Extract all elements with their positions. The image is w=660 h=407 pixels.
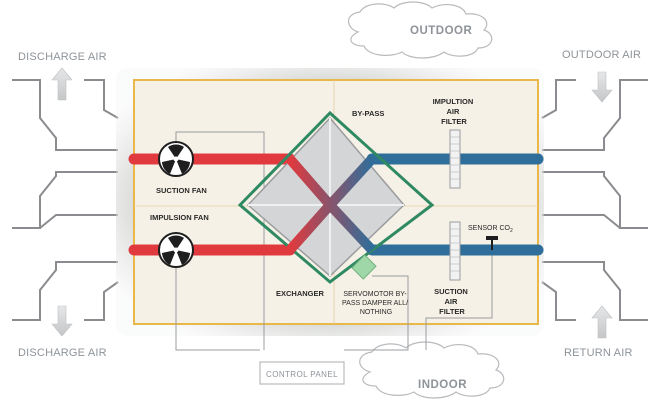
- outdoor-air-label: OUTDOOR AIR: [562, 49, 641, 61]
- exchanger-label: EXCHANGER: [276, 289, 325, 298]
- discharge-air-label-bottom: DISCHARGE AIR: [18, 347, 107, 359]
- fan-icon: [158, 232, 194, 268]
- control-panel-label: CONTROL PANEL: [266, 370, 338, 379]
- sensor-label-text: SENSOR CO: [468, 225, 511, 232]
- impulsion-filter-label-line-1: IMPULTION: [433, 97, 474, 106]
- impulsion-fan-label: IMPULSION FAN: [150, 213, 209, 222]
- suction-filter-label-line-1: SUCTION: [434, 287, 468, 296]
- servomotor: [351, 254, 377, 280]
- suction-fan-label: SUCTION FAN: [156, 186, 207, 195]
- discharge-air-label-top: DISCHARGE AIR: [18, 51, 107, 63]
- filter-icon: [449, 221, 461, 281]
- impulsion-filter-label-line-2: AIR: [446, 107, 460, 116]
- suction-filter-label-line-2: AIR: [444, 297, 458, 306]
- cloud-icon: [347, 1, 493, 59]
- exchanger: [246, 116, 406, 278]
- arrow-up-icon: [591, 305, 613, 339]
- bypass-label: BY-PASS: [352, 109, 384, 118]
- sensor-icon: [486, 236, 498, 250]
- impulsion-filter-label-line-3: FILTER: [441, 117, 467, 126]
- servomotor-label-line-2: PASS DAMPER ALL/: [342, 300, 408, 307]
- indoor-label: INDOOR: [418, 379, 467, 391]
- impulsion-filter-label: IMPULTION AIR FILTER: [433, 97, 476, 126]
- sensor-label-subscript: 2: [510, 228, 513, 234]
- return-air-label: RETURN AIR: [564, 347, 633, 359]
- suction-filter-label: SUCTION AIR FILTER: [434, 287, 470, 316]
- servomotor-label: SERVOMOTOR BY- PASS DAMPER ALL/ NOTHING: [342, 291, 410, 316]
- external-ducts-right: [541, 79, 648, 321]
- suction-filter-label-line-3: FILTER: [439, 307, 465, 316]
- servomotor-label-line-1: SERVOMOTOR BY-: [343, 291, 407, 298]
- arrow-down-icon: [591, 71, 613, 103]
- cloud-icon: [359, 341, 505, 399]
- filter-icon: [449, 129, 461, 189]
- sensor-label: SENSOR CO2: [468, 225, 513, 234]
- fan-icon: [158, 141, 194, 177]
- control-panel: [259, 361, 345, 385]
- outdoor-label: OUTDOOR: [410, 25, 472, 37]
- arrow-up-icon: [51, 67, 73, 101]
- bypass-frame: [237, 110, 435, 284]
- servomotor-label-line-3: NOTHING: [360, 309, 392, 316]
- arrow-down-icon: [51, 305, 73, 337]
- external-ducts-left: [12, 79, 119, 321]
